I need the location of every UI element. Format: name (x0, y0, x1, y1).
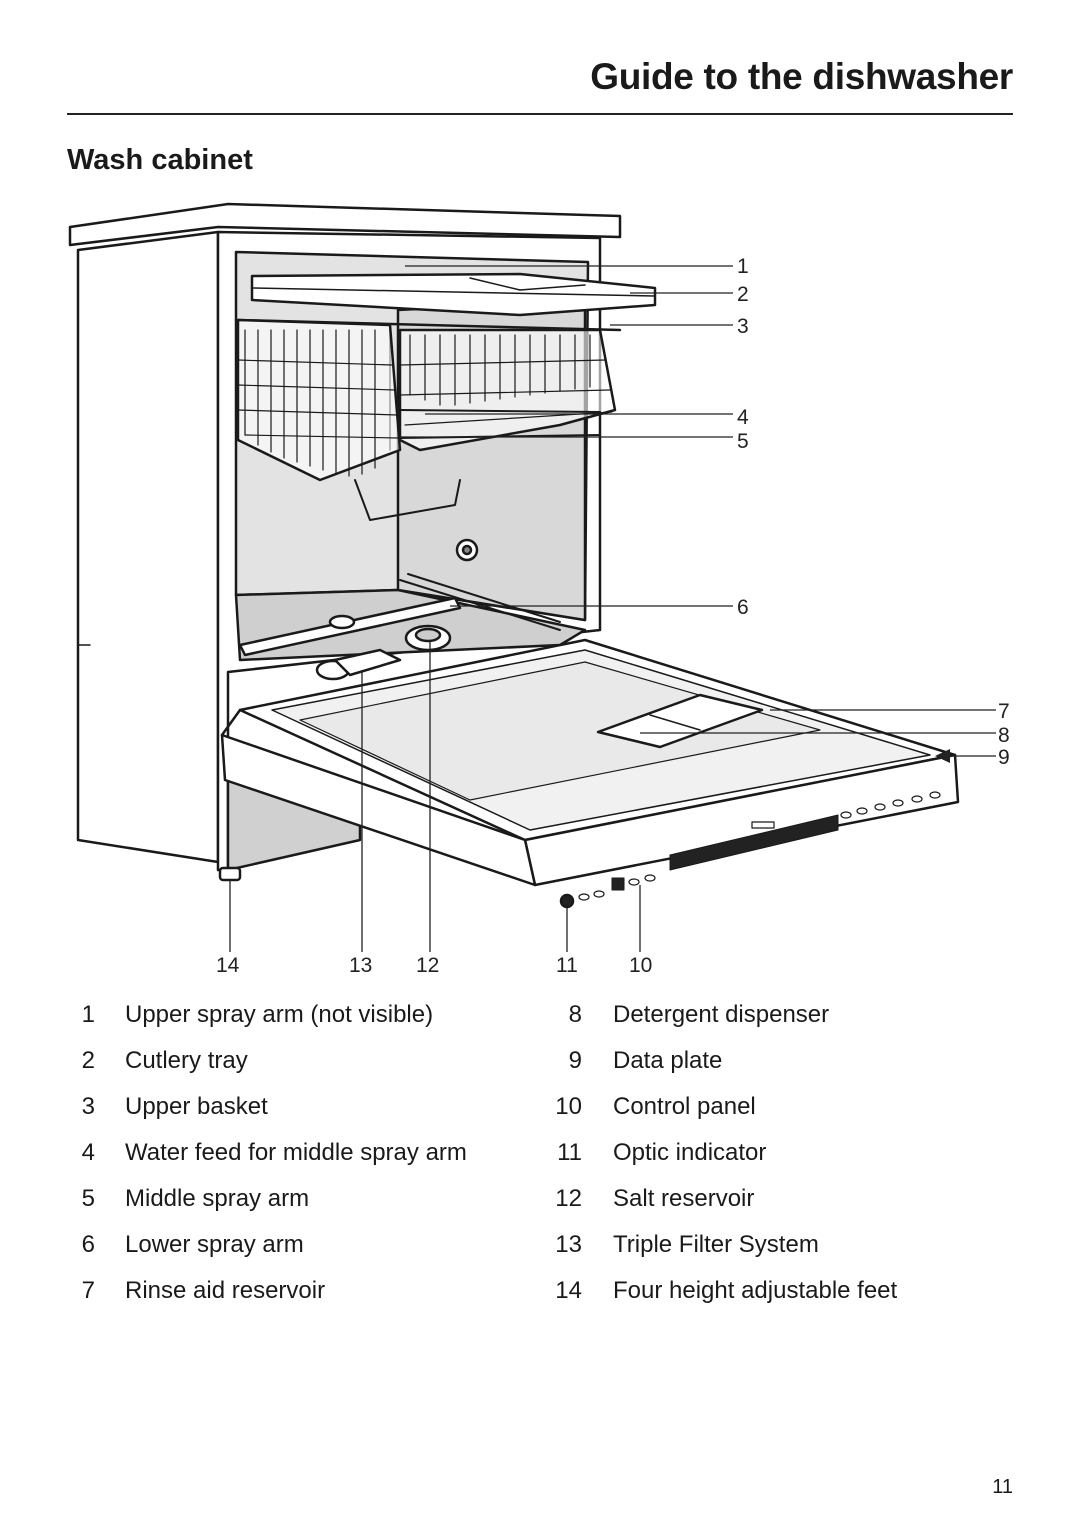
callout-8: 8 (998, 724, 1010, 747)
legend-item: 10 Control panel (540, 1095, 1040, 1141)
callout-13: 13 (349, 954, 372, 977)
legend-item: 11 Optic indicator (540, 1141, 1040, 1187)
legend-text: Salt reservoir (613, 1185, 755, 1212)
legend-item: 6 Lower spray arm (0, 1233, 530, 1279)
legend-item: 14 Four height adjustable feet (540, 1279, 1040, 1325)
legend-item: 13 Triple Filter System (540, 1233, 1040, 1279)
legend-item: 5 Middle spray arm (0, 1187, 530, 1233)
legend-number: 7 (81, 1277, 95, 1304)
callout-14: 14 (216, 954, 240, 977)
tub-floor (234, 588, 587, 662)
callout-7: 7 (998, 700, 1010, 723)
legend-left-column: 1 Upper spray arm (not visible) 2 Cutlery … (0, 1003, 530, 1325)
legend-number: 9 (568, 1047, 582, 1074)
legend-number: 5 (81, 1185, 95, 1212)
legend-text: Triple Filter System (613, 1231, 819, 1258)
legend-text: Control panel (613, 1093, 756, 1120)
dishwasher-illustration: 1 2 3 4 5 6 7 8 9 14 13 12 11 10 (68, 202, 1010, 977)
legend-number: 4 (81, 1139, 95, 1166)
legend-item: 3 Upper basket (0, 1095, 530, 1141)
callout-10: 10 (629, 954, 652, 977)
legend-number: 2 (81, 1047, 95, 1074)
legend-number: 13 (555, 1231, 582, 1258)
legend-item: 9 Data plate (540, 1049, 1040, 1095)
legend-text: Optic indicator (613, 1139, 767, 1166)
legend-item: 7 Rinse aid reservoir (0, 1279, 530, 1325)
detergent-dispenser (596, 693, 764, 749)
legend-text: Rinse aid reservoir (125, 1277, 326, 1304)
callout-4: 4 (737, 406, 749, 429)
legend-text: Data plate (613, 1047, 723, 1074)
legend-text: Upper spray arm (not visible) (125, 1001, 434, 1028)
upper-basket (236, 318, 402, 482)
legend-right-column: 8 Detergent dispenser 9 Data plate 10 Contr… (540, 1003, 1040, 1325)
legend-text: Middle spray arm (125, 1185, 310, 1212)
legend-number: 12 (555, 1185, 582, 1212)
legend-item: 12 Salt reservoir (540, 1187, 1040, 1233)
callout-6: 6 (737, 596, 749, 619)
legend-number: 1 (81, 1001, 95, 1028)
legend-text: Water feed for middle spray arm (125, 1139, 467, 1166)
worktop (68, 202, 622, 247)
cabinet-side-panel (76, 230, 220, 864)
legend-text: Upper basket (125, 1093, 268, 1120)
legend-text: Lower spray arm (125, 1231, 304, 1258)
legend-number: 6 (81, 1231, 95, 1258)
legend-number: 14 (555, 1277, 582, 1304)
cutlery-tray (250, 272, 657, 317)
data-plate-arrow (935, 749, 950, 763)
callout-2: 2 (737, 283, 749, 306)
legend-text: Cutlery tray (125, 1047, 248, 1074)
section-title: Wash cabinet (67, 144, 253, 176)
legend-number: 3 (81, 1093, 95, 1120)
page-title: Guide to the dishwasher (590, 56, 1013, 97)
legend-number: 11 (557, 1139, 582, 1166)
callout-12: 12 (416, 954, 439, 977)
legend-text: Detergent dispenser (613, 1001, 830, 1028)
callout-3: 3 (737, 315, 749, 338)
callout-5: 5 (737, 430, 749, 453)
callout-9: 9 (998, 746, 1010, 769)
legend-item: 8 Detergent dispenser (540, 1003, 1040, 1049)
header-rule (67, 113, 1013, 115)
legend-number: 10 (555, 1093, 582, 1120)
legend-text: Four height adjustable feet (613, 1277, 898, 1304)
page-number: 11 (992, 1476, 1013, 1498)
legend-item: 2 Cutlery tray (0, 1049, 530, 1095)
adjustable-foot (218, 866, 242, 882)
legend-number: 8 (568, 1001, 582, 1028)
callout-1: 1 (737, 255, 749, 278)
legend-item: 1 Upper spray arm (not visible) (0, 1003, 530, 1049)
legend-item: 4 Water feed for middle spray arm (0, 1141, 530, 1187)
callout-11: 11 (556, 954, 578, 977)
optic-indicator (559, 893, 575, 909)
